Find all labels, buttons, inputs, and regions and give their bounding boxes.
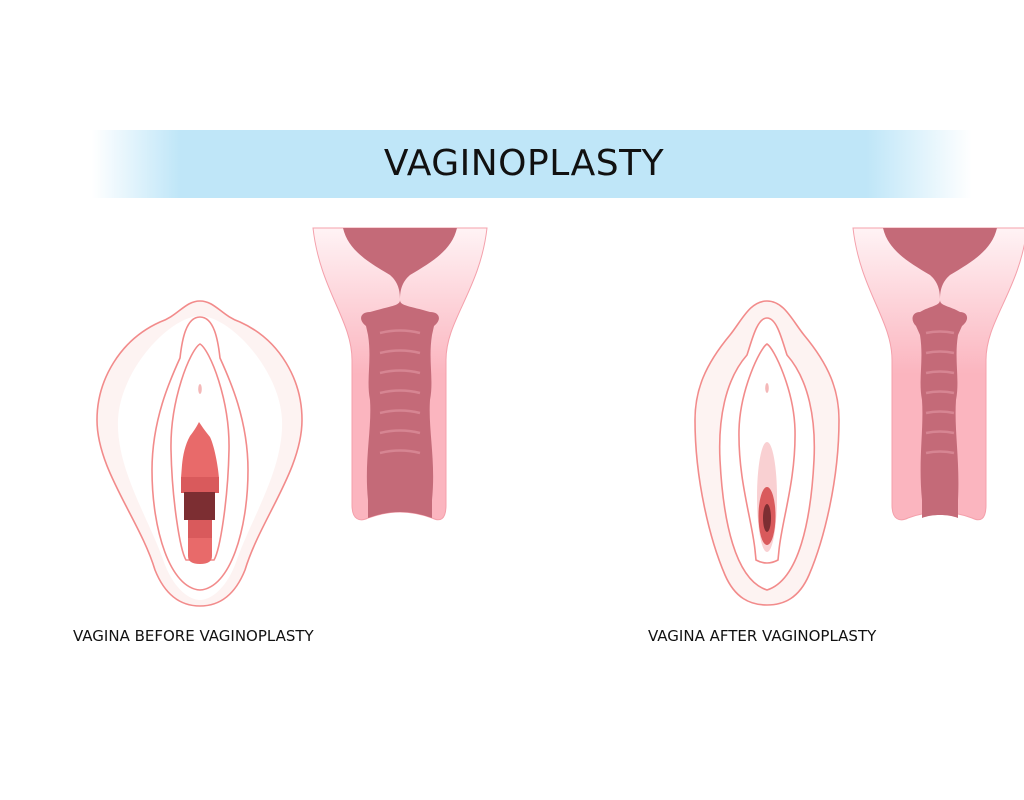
uterus-before	[312, 227, 488, 521]
caption-before: VAGINA BEFORE VAGINOPLASTY	[73, 627, 314, 645]
title-banner: VAGINOPLASTY	[92, 130, 972, 198]
vaginal-opening-dark	[763, 504, 771, 532]
uterine-cavity	[343, 228, 457, 518]
clitoris	[198, 384, 202, 394]
page-title: VAGINOPLASTY	[383, 143, 665, 184]
vulva-before	[96, 300, 303, 607]
vulva-after	[694, 300, 840, 606]
uterus-after	[852, 227, 1024, 521]
caption-after: VAGINA AFTER VAGINOPLASTY	[648, 627, 877, 645]
vaginal-opening-dark	[184, 492, 215, 520]
vaginal-opening	[181, 422, 219, 492]
